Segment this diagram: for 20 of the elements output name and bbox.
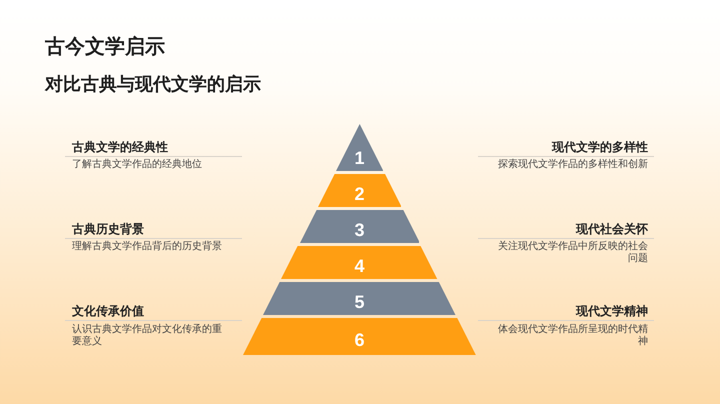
item-heading: 文化传承价值 [72,304,144,318]
slide-subtitle: 对比古典与现代文学的启示 [45,74,261,96]
tier-number: 4 [354,256,364,276]
item-heading: 现代文学的多样性 [552,140,648,154]
tier-number: 1 [354,148,364,168]
item-description: 关注现代文学作品中所反映的社会问题 [497,240,648,266]
slide-title: 古今文学启示 [45,34,165,58]
tier-number: 2 [354,184,364,204]
item-heading: 现代文学精神 [576,304,648,318]
item-description: 体会现代文学作品所呈现的时代精神 [497,324,648,349]
item-description: 了解古典文学作品的经典地位 [72,158,202,172]
item-heading: 古典文学的经典性 [72,140,168,154]
item-description: 探索现代文学作品的多样性和创新 [498,158,648,172]
item-heading: 现代社会关怀 [576,222,648,236]
tier-number: 3 [354,220,364,240]
tier-number: 5 [354,292,364,312]
item-description: 认识古典文学作品对文化传承的重要意义 [72,324,223,349]
item-description: 理解古典文学作品背后的历史背景 [72,240,222,254]
item-heading: 古典历史背景 [72,222,144,236]
tier-number: 6 [354,330,364,350]
